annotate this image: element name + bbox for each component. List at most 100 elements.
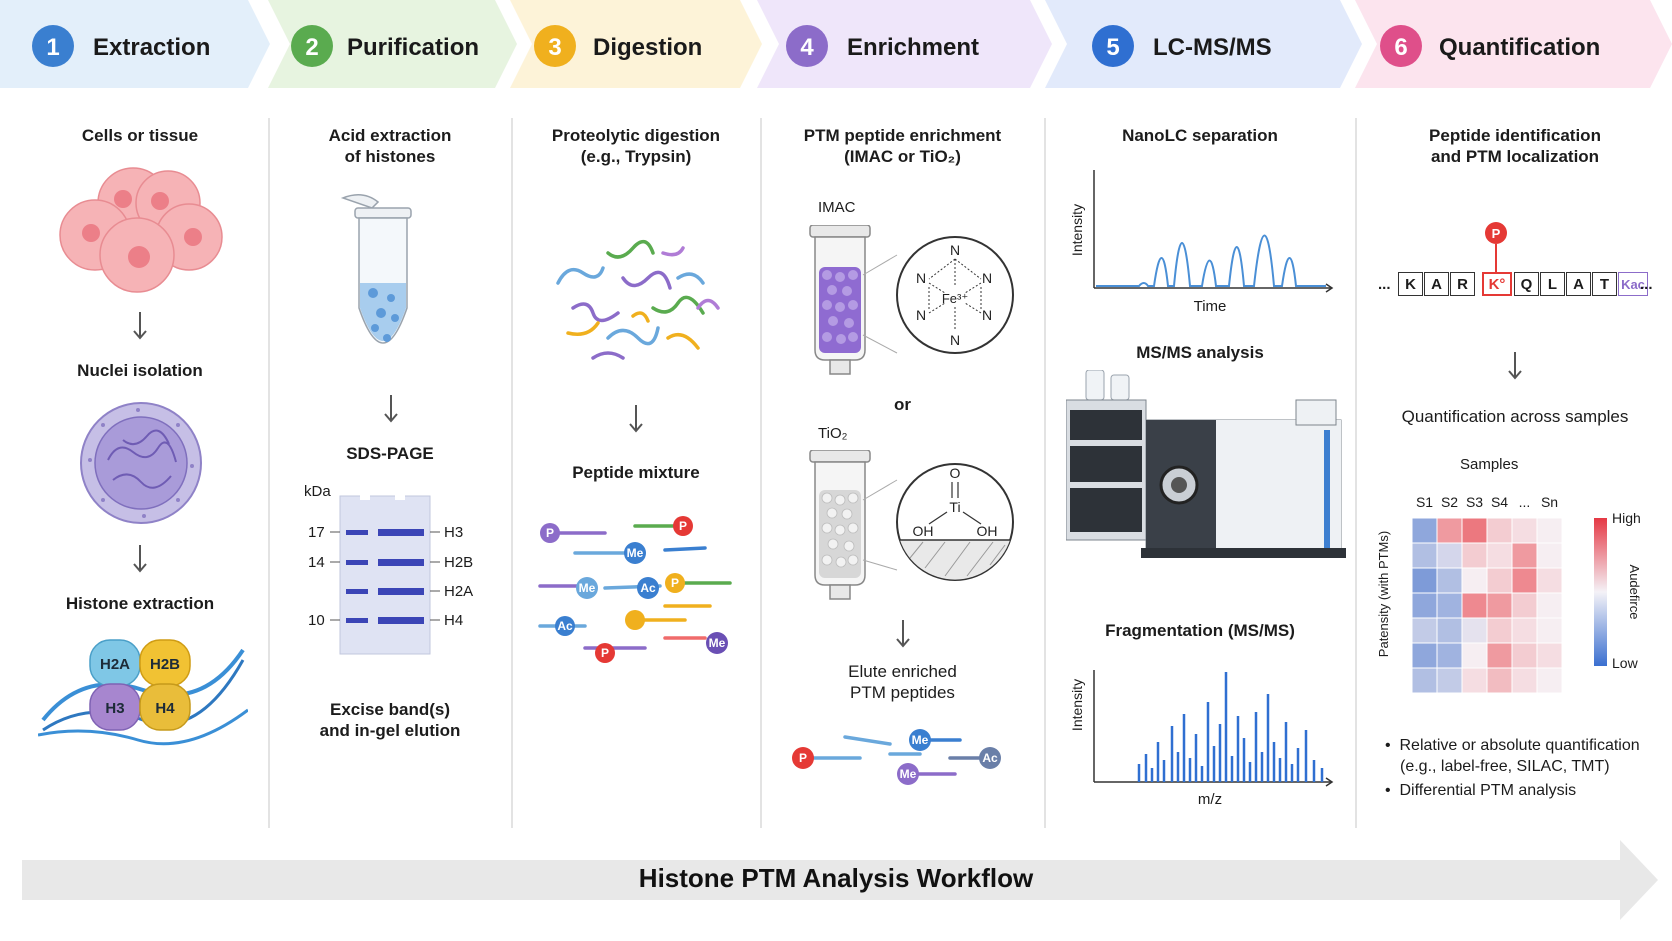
heatmap-cell — [1486, 542, 1513, 569]
atom-n: N — [950, 242, 960, 258]
heatmap-cell — [1436, 617, 1463, 644]
tag-p: P — [679, 519, 687, 533]
heatmap-cell — [1511, 667, 1538, 694]
heatmap-column-label: S2 — [1441, 494, 1458, 510]
bullet-1-continued: (e.g., label-free, SILAC, TMT) — [1400, 758, 1610, 775]
bullet-1: • Relative or absolute quantification — [1385, 737, 1640, 754]
legend-high: High — [1612, 510, 1641, 526]
chromatogram-y-label: Intensity — [1069, 204, 1085, 256]
atom-n: N — [950, 332, 960, 348]
heatmap-cell — [1511, 617, 1538, 644]
step-1-number: 1 — [46, 34, 59, 61]
mass-spectrometer-illustration — [1066, 370, 1346, 558]
enrichment-label-1: PTM peptide enrichment — [803, 126, 1002, 145]
band-h2a: H2A — [444, 583, 473, 600]
heatmap-cell — [1486, 642, 1513, 669]
enrichment-label-2: (IMAC or TiO₂) — [844, 147, 961, 166]
cells-label: Cells or tissue — [81, 126, 199, 145]
column-divider — [511, 118, 513, 828]
residue: T — [1592, 272, 1617, 296]
heatmap-cell — [1436, 667, 1463, 694]
step-1-badge — [32, 25, 74, 67]
arrow-down-icon — [896, 620, 910, 648]
label-h4: H4 — [155, 700, 175, 717]
tag-ac: Ac — [640, 581, 656, 595]
atom-o: O — [950, 465, 961, 481]
imac-label: IMAC — [818, 199, 856, 216]
heatmap-column-label: S4 — [1491, 494, 1508, 510]
tio2-column-illustration: O Ti OH OH — [809, 450, 1014, 600]
tag-ac: Ac — [982, 751, 998, 765]
step-3-number: 3 — [548, 34, 561, 61]
tag-p: P — [546, 526, 554, 540]
heatmap-cell — [1536, 567, 1563, 594]
arrow-down-icon — [133, 545, 147, 573]
atom-n: N — [982, 270, 992, 286]
atom-oh: OH — [977, 523, 998, 539]
heatmap-cell — [1536, 667, 1563, 694]
samples-label: Samples — [1460, 456, 1519, 473]
heatmap-cell — [1461, 617, 1488, 644]
heatmap-cell — [1461, 667, 1488, 694]
step-2-title: Purification — [347, 34, 479, 61]
step-4-chevron — [757, 0, 1052, 88]
heatmap-cell — [1486, 517, 1513, 544]
tag-me: Me — [709, 636, 726, 650]
legend-low: Low — [1612, 655, 1639, 671]
ms-spectrum: Intensity m/z — [1069, 670, 1334, 808]
nuclei-label: Nuclei isolation — [77, 361, 203, 380]
chromatogram: Intensity Time — [1069, 170, 1334, 315]
nucleus-illustration — [80, 402, 202, 524]
heatmap-column-label: Sn — [1541, 494, 1558, 510]
heatmap-cell — [1511, 542, 1538, 569]
heatmap-cell — [1486, 617, 1513, 644]
or-label: or — [894, 395, 911, 414]
residue-modified: K° — [1482, 272, 1512, 296]
band-h3: H3 — [444, 524, 463, 541]
residue: A — [1424, 272, 1449, 296]
heatmap-cell — [1436, 517, 1463, 544]
tag-ac: Ac — [557, 619, 573, 633]
elute-label-2: PTM peptides — [850, 683, 955, 702]
atom-n: N — [982, 307, 992, 323]
heatmap-cell — [1511, 592, 1538, 619]
step-3-title: Digestion — [593, 34, 702, 61]
heatmap-cell — [1461, 567, 1488, 594]
histone-octamer-illustration: H2A H2B H3 H4 — [38, 639, 248, 746]
step-5-badge — [1092, 25, 1134, 67]
enriched-peptides-illustration: P Me Me Ac — [792, 729, 1001, 785]
heatmap-cell — [1411, 617, 1438, 644]
tag-p: P — [799, 751, 807, 765]
heatmap-cell — [1536, 517, 1563, 544]
heatmap-cell — [1436, 542, 1463, 569]
step-6-title: Quantification — [1439, 34, 1600, 61]
heatmap-cell — [1411, 567, 1438, 594]
heatmap-column-label: S1 — [1416, 494, 1433, 510]
column-divider — [1355, 118, 1357, 828]
test-tube-illustration — [340, 194, 412, 344]
band-h4: H4 — [444, 612, 463, 629]
step-4-title: Enrichment — [847, 34, 979, 61]
heatmap-cell — [1436, 592, 1463, 619]
residue: Q — [1514, 272, 1539, 296]
step-6-number: 6 — [1394, 34, 1407, 61]
residue: R — [1450, 272, 1475, 296]
msms-label: MS/MS analysis — [1136, 343, 1264, 362]
phospho-marker: P — [1485, 222, 1507, 273]
imac-column-illustration: N N N N N N Fe³⁺ — [809, 225, 1014, 375]
heatmap-cell — [1486, 667, 1513, 694]
band-h2b: H2B — [444, 554, 473, 571]
heatmap-cell — [1511, 642, 1538, 669]
bullet-2-text: Differential PTM analysis — [1399, 782, 1577, 799]
excise-label-2: and in-gel elution — [319, 721, 461, 740]
sequence-dots-right: ... — [1640, 276, 1653, 293]
column-divider — [268, 118, 270, 828]
step-3-chevron — [510, 0, 762, 88]
digestion-label-2: (e.g., Trypsin) — [580, 147, 692, 166]
peptide-id-label-2: and PTM localization — [1430, 147, 1600, 166]
tag-p: P — [601, 646, 609, 660]
heatmap-cell — [1411, 642, 1438, 669]
heatmap-cell — [1461, 542, 1488, 569]
